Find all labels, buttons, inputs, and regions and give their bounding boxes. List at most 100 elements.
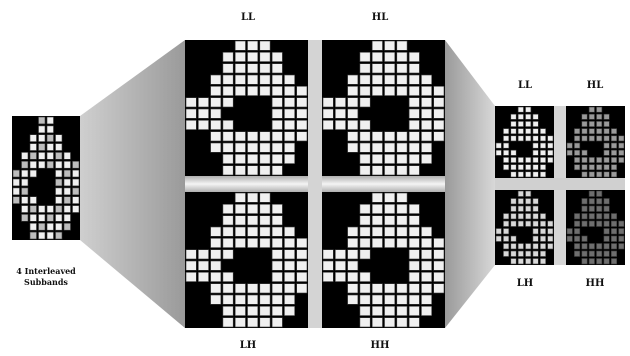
pixel-block xyxy=(574,157,579,162)
pixel-block xyxy=(223,132,233,141)
pixel-block xyxy=(348,261,358,270)
pixel-block xyxy=(260,306,270,315)
pixel-block xyxy=(567,150,572,155)
pixel-block xyxy=(73,188,80,195)
pixel-block xyxy=(597,199,602,205)
pixel-block xyxy=(39,206,46,213)
pixel-block xyxy=(47,232,54,239)
pixel-block xyxy=(297,238,307,247)
pixel-block xyxy=(611,157,616,162)
pixel-block xyxy=(260,238,270,247)
pixel-block xyxy=(511,259,516,265)
pixel-block xyxy=(64,206,71,213)
pixel-block xyxy=(64,152,71,159)
pixel-block xyxy=(589,114,594,119)
pixel-block xyxy=(73,179,80,186)
pixel-block xyxy=(260,143,270,152)
pixel-block xyxy=(540,172,545,177)
pixel-block xyxy=(434,120,444,129)
pixel-block xyxy=(597,114,602,119)
pixel-block xyxy=(434,261,444,270)
small-hh xyxy=(566,190,625,265)
pixel-block xyxy=(397,227,407,236)
pixel-block xyxy=(47,206,54,213)
pixel-block xyxy=(582,157,587,162)
pixel-block xyxy=(397,52,407,61)
pixel-block xyxy=(518,121,523,126)
pixel-block xyxy=(30,232,37,239)
pixel-block xyxy=(348,295,358,304)
pixel-block xyxy=(22,161,29,168)
pixel-block xyxy=(22,152,29,159)
pixel-block xyxy=(409,272,419,281)
pixel-block xyxy=(260,166,270,175)
pixel-block xyxy=(526,129,531,134)
pixel-block xyxy=(518,206,523,212)
pixel-block xyxy=(589,165,594,170)
pixel-block xyxy=(597,221,602,227)
pixel-block xyxy=(434,109,444,118)
pixel-block xyxy=(47,214,54,221)
pixel-block xyxy=(589,172,594,177)
subband-lh xyxy=(185,192,308,328)
pixel-block xyxy=(496,229,501,235)
pixel-block xyxy=(526,114,531,119)
pixel-block xyxy=(297,284,307,293)
pixel-block xyxy=(223,227,233,236)
pixel-block xyxy=(511,199,516,205)
pixel-block xyxy=(272,227,282,236)
pixel-block xyxy=(421,132,431,141)
pixel-block xyxy=(434,238,444,247)
interleaved-image xyxy=(12,116,80,240)
pixel-block xyxy=(284,109,294,118)
pixel-block xyxy=(211,284,221,293)
pixel-block xyxy=(574,143,579,148)
pixel-block xyxy=(372,41,382,50)
pixel-block xyxy=(235,166,245,175)
pixel-block xyxy=(372,204,382,213)
pixel-block xyxy=(604,136,609,141)
pixel-block xyxy=(248,284,258,293)
pixel-block xyxy=(503,143,508,148)
pixel-block xyxy=(385,154,395,163)
pixel-block xyxy=(186,261,196,270)
caption-line-2: Subbands xyxy=(10,277,82,288)
pixel-block xyxy=(611,129,616,134)
pixel-block xyxy=(39,152,46,159)
pixel-block xyxy=(604,165,609,170)
pixel-block xyxy=(574,229,579,235)
pixel-block xyxy=(223,295,233,304)
pixel-block xyxy=(198,120,208,129)
pixel-block xyxy=(619,136,624,141)
pixel-block xyxy=(235,52,245,61)
pixel-block xyxy=(619,244,624,250)
pixel-block xyxy=(397,154,407,163)
pixel-block xyxy=(409,132,419,141)
pixel-block xyxy=(284,250,294,259)
pixel-block xyxy=(248,41,258,50)
pixel-block xyxy=(582,136,587,141)
pixel-block xyxy=(421,238,431,247)
pixel-block xyxy=(385,193,395,202)
pixel-block xyxy=(589,136,594,141)
pixel-block xyxy=(511,236,516,242)
pixel-block xyxy=(223,75,233,84)
pixel-block xyxy=(611,172,616,177)
pixel-block xyxy=(284,306,294,315)
pixel-block xyxy=(540,143,545,148)
pixel-block xyxy=(235,318,245,327)
pixel-block xyxy=(434,132,444,141)
pixel-block xyxy=(223,143,233,152)
pixel-block xyxy=(604,157,609,162)
pixel-block xyxy=(385,166,395,175)
pixel-block xyxy=(39,214,46,221)
pixel-block xyxy=(223,306,233,315)
pixel-block xyxy=(235,75,245,84)
pixel-block xyxy=(589,199,594,205)
pixel-block xyxy=(582,199,587,205)
label-hl-right: HL xyxy=(575,80,615,91)
pixel-block xyxy=(235,86,245,95)
pixel-block xyxy=(496,150,501,155)
pixel-block xyxy=(360,120,370,129)
pixel-block xyxy=(409,98,419,107)
